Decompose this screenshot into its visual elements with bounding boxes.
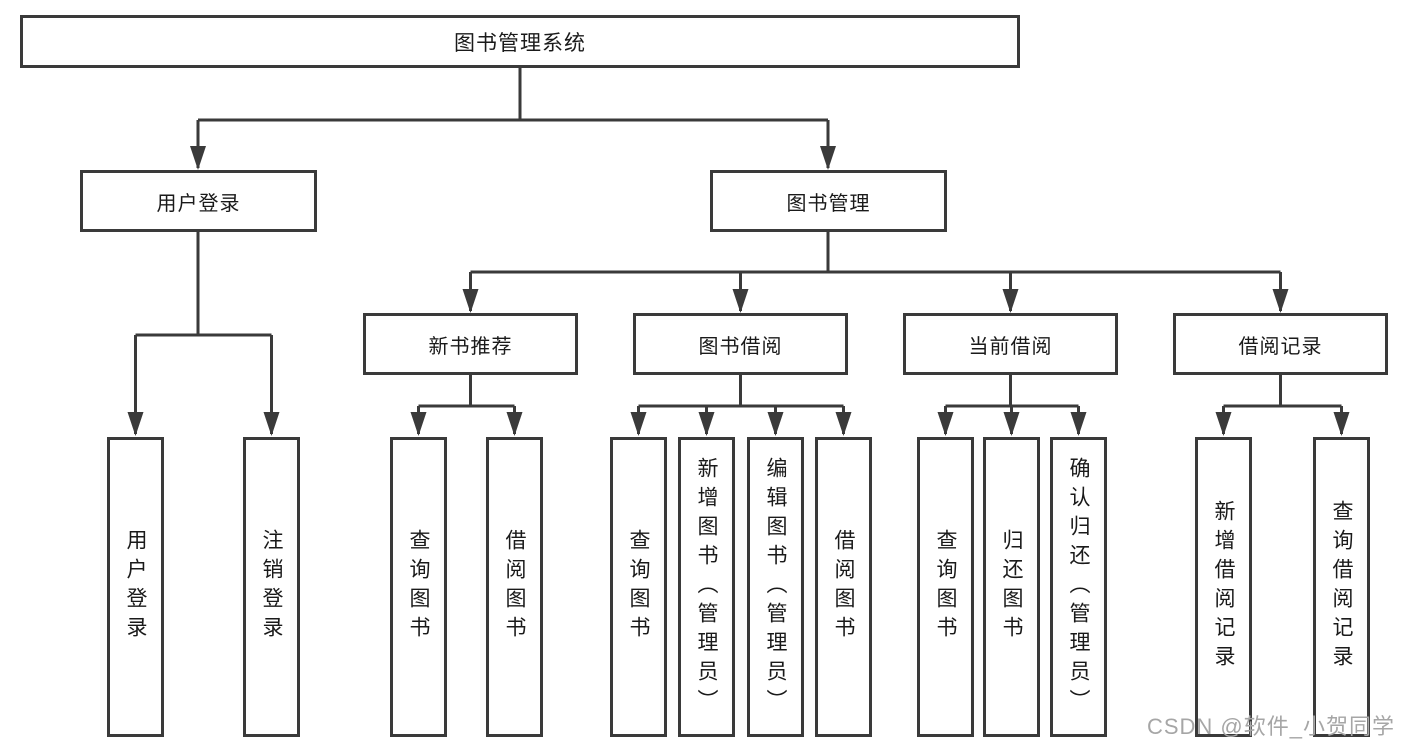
node-user-login: 用户登录 — [80, 170, 317, 232]
node-leaf-query-books-recommend: 查询图书 — [390, 437, 447, 737]
node-label: 查询图书 — [934, 529, 957, 645]
node-label: 图书管理系统 — [454, 31, 586, 55]
node-leaf-query-books-current: 查询图书 — [917, 437, 974, 737]
node-label: 用户登录 — [156, 192, 241, 215]
node-book-management: 图书管理 — [710, 170, 947, 232]
node-label: 查询图书 — [407, 529, 430, 645]
node-label: 新书推荐 — [428, 335, 513, 358]
node-label: 确认归还（管理员） — [1067, 456, 1090, 718]
node-label: 借阅记录 — [1238, 335, 1323, 358]
node-label: 新增借阅记录 — [1212, 500, 1235, 674]
node-borrow-records: 借阅记录 — [1173, 313, 1388, 375]
node-leaf-query-borrow-record: 查询借阅记录 — [1313, 437, 1370, 737]
node-leaf-user-login: 用户登录 — [107, 437, 164, 737]
node-current-borrow: 当前借阅 — [903, 313, 1118, 375]
connector-lines — [134, 68, 1343, 434]
node-label: 当前借阅 — [968, 335, 1053, 358]
node-leaf-add-borrow-record: 新增借阅记录 — [1195, 437, 1252, 737]
node-new-book-recommend: 新书推荐 — [363, 313, 578, 375]
node-leaf-logout: 注销登录 — [243, 437, 300, 737]
node-label: 注销登录 — [260, 529, 283, 645]
node-label: 编辑图书（管理员） — [764, 456, 787, 718]
node-leaf-borrow-books-recommend: 借阅图书 — [486, 437, 543, 737]
node-label: 用户登录 — [124, 529, 147, 645]
node-label: 图书管理 — [786, 192, 871, 215]
node-label: 新增图书（管理员） — [695, 456, 718, 718]
node-leaf-confirm-return-admin: 确认归还（管理员） — [1050, 437, 1107, 737]
node-leaf-return-books: 归还图书 — [983, 437, 1040, 737]
watermark: CSDN @软件_小贺同学 — [1146, 714, 1395, 739]
node-label: 归还图书 — [1000, 529, 1023, 645]
node-label: 查询图书 — [627, 529, 650, 645]
node-leaf-add-books-admin: 新增图书（管理员） — [678, 437, 735, 737]
node-label: 借阅图书 — [503, 529, 526, 645]
node-book-borrow: 图书借阅 — [633, 313, 848, 375]
node-leaf-borrow-books: 借阅图书 — [815, 437, 872, 737]
node-label: 图书借阅 — [698, 335, 783, 358]
node-library-management-system: 图书管理系统 — [20, 15, 1020, 68]
node-label: 借阅图书 — [832, 529, 855, 645]
node-leaf-query-books-borrow: 查询图书 — [610, 437, 667, 737]
node-leaf-edit-books-admin: 编辑图书（管理员） — [747, 437, 804, 737]
node-label: 查询借阅记录 — [1330, 500, 1353, 674]
